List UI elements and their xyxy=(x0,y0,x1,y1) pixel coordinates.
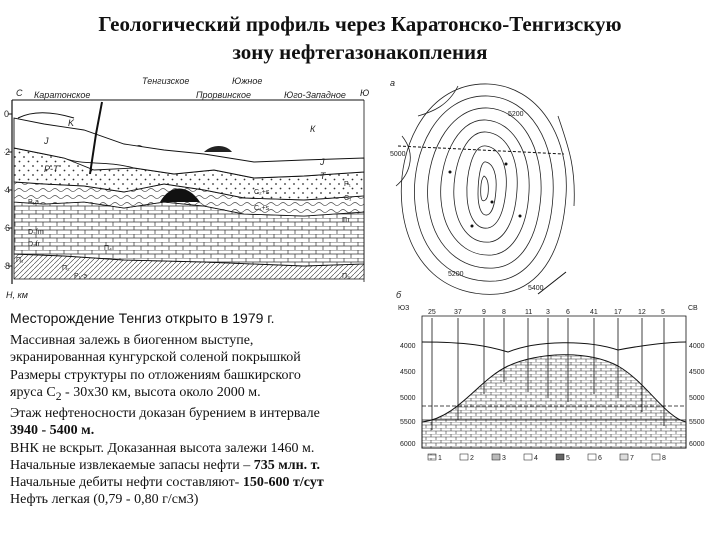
description-line: Начальные дебиты нефти составляют- 150-6… xyxy=(10,474,395,491)
description-line: Массивная залежь в биогенном выступе, xyxy=(10,333,254,348)
profile-left-edge-label: С xyxy=(16,88,23,98)
legend-item: 8 xyxy=(662,455,666,462)
description-line: экранированная кунгурской соленой покрыш… xyxy=(10,350,301,366)
unit-label: П₄ xyxy=(104,245,112,252)
description-line: Нефть легкая (0,79 - 0,80 г/см3) xyxy=(10,492,199,508)
geological-profile-drawing: С Ю Каратонское Тенгизское Южное Прорвин… xyxy=(4,76,369,300)
legend-item: 5 xyxy=(566,455,570,462)
well-number: 8 xyxy=(502,309,506,316)
unit-label: D₃fm xyxy=(28,229,44,236)
well-number: 25 xyxy=(428,309,436,316)
legend-item: 2 xyxy=(470,455,474,462)
contour-map-drawing: а 5000 5400 5200 5200 б xyxy=(390,78,575,300)
unit-label: P₁a xyxy=(28,199,39,206)
description-fragment: Начальные извлекаемые запасы нефти – xyxy=(10,457,254,473)
area-label-karaton: Каратонское xyxy=(34,90,90,100)
unit-label: C₂+s xyxy=(254,189,270,196)
well-number: 41 xyxy=(590,309,598,316)
left-depth-label: 5500 xyxy=(400,419,416,426)
unit-label: J xyxy=(43,136,49,146)
flow-rate-value: 150-600 т/сут xyxy=(242,475,324,491)
left-depth-label: 4000 xyxy=(400,343,416,350)
left-depth-label: 4500 xyxy=(400,369,416,376)
unit-label: D₂fr xyxy=(28,241,41,248)
contour-label: 5400 xyxy=(528,285,544,292)
well-number: 9 xyxy=(482,309,486,316)
depth-tick-6: -6 xyxy=(4,223,10,233)
legend-item: 4 xyxy=(534,455,538,462)
unit-label: Р₁-э xyxy=(74,273,87,280)
depth-unit: Н, км xyxy=(6,290,28,300)
well-number: 5 xyxy=(661,309,665,316)
unit-label: C₁ xyxy=(344,195,352,202)
left-depth-label: 6000 xyxy=(400,441,416,448)
right-depth-label: 6000 xyxy=(689,441,705,448)
description-fragment: Начальные дебиты нефти составляют- xyxy=(10,475,243,491)
left-depth-label: 5000 xyxy=(400,395,416,402)
subscript: 2 xyxy=(55,389,62,403)
unit-label: Р-Т xyxy=(44,164,60,174)
depth-tick-8: -8 xyxy=(4,261,10,271)
slide-title: Геологический профиль через Каратонско-Т… xyxy=(30,10,690,66)
well-number: 3 xyxy=(546,309,550,316)
section-legend: 1 2 3 4 5 6 7 8 xyxy=(427,453,666,462)
depth-tick-0: 0 xyxy=(4,109,9,119)
unit-label: К xyxy=(310,124,316,134)
well-number: 6 xyxy=(566,309,570,316)
description-line: 3940 - 5400 м. xyxy=(10,423,95,439)
description-fragment: яруса С xyxy=(10,384,56,400)
profile-right-edge-label: Ю xyxy=(360,88,369,98)
unit-label: П₁ xyxy=(16,257,24,264)
reservoir-cross-section: ЮЗ СВ 25 37 9 8 11 3 6 41 17 12 5 4000 4… xyxy=(398,302,710,468)
title-line-1: Геологический профиль через Каратонско-Т… xyxy=(98,12,622,36)
unit-label: C₁+s xyxy=(254,205,270,212)
legend-item: 6 xyxy=(598,455,602,462)
title-line-2: зону нефтегазонакопления xyxy=(232,40,488,64)
well-number: 12 xyxy=(638,309,646,316)
unit-label: Пт xyxy=(342,217,351,224)
description-line: Этаж нефтеносности доказан бурением в ин… xyxy=(10,405,320,421)
discovery-heading: Месторождение Тенгиз открыто в 1979 г. xyxy=(10,310,275,326)
contour-label: 5000 xyxy=(390,151,406,158)
field-description: Месторождение Тенгиз открыто в 1979 г. М… xyxy=(10,308,395,509)
depth-tick-2: -2 xyxy=(4,147,10,157)
legend-item: 3 xyxy=(502,455,506,462)
well-number: 11 xyxy=(525,309,532,316)
cross-section-drawing: ЮЗ СВ 25 37 9 8 11 3 6 41 17 12 5 4000 4… xyxy=(398,305,705,462)
right-depth-label: 5000 xyxy=(689,395,705,402)
description-line: Начальные извлекаемые запасы нефти – 735… xyxy=(10,457,395,474)
well-number: 37 xyxy=(454,309,462,316)
unit-label: П₃ xyxy=(342,273,350,280)
well-number: 17 xyxy=(614,309,622,316)
structure-contour-map: а 5000 5400 5200 5200 б xyxy=(388,76,580,302)
contour-label: 5200 xyxy=(508,111,524,118)
description-line: ВНК не вскрыт. Доказанная высота залежи … xyxy=(10,440,315,456)
right-depth-label: 5500 xyxy=(689,419,705,426)
area-label-prorva: Прорвинское xyxy=(196,90,251,100)
geological-profile-figure: С Ю Каратонское Тенгизское Южное Прорвин… xyxy=(4,74,380,308)
description-line: яруса С2 - 30х30 км, высота около 2000 м… xyxy=(10,384,395,405)
contour-label: 5200 xyxy=(448,271,464,278)
area-label-yugo-zapadnoe: Юго-Западное xyxy=(284,90,346,100)
section-left-label: ЮЗ xyxy=(398,305,409,312)
unit-label: P₁ xyxy=(344,181,352,188)
depth-tick-4: -4 xyxy=(4,185,10,195)
reserves-value: 735 млн. т. xyxy=(253,457,320,473)
description-line: Размеры структуры по отложениям башкирск… xyxy=(10,367,301,383)
area-label-tengiz: Тенгизское xyxy=(142,76,189,86)
map-corner-label: а xyxy=(390,78,395,88)
description-fragment: - 30х30 км, высота около 2000 м. xyxy=(61,384,261,400)
right-depth-label: 4500 xyxy=(689,369,705,376)
section-right-label: СВ xyxy=(688,305,698,312)
right-depth-label: 4000 xyxy=(689,343,705,350)
legend-item: 7 xyxy=(630,455,634,462)
unit-label: K xyxy=(68,118,75,128)
section-letter-label: б xyxy=(396,290,402,300)
unit-label: П₂ xyxy=(62,265,70,272)
area-label-yuzhnoe: Южное xyxy=(232,76,262,86)
unit-label: T xyxy=(320,171,327,181)
unit-label: J xyxy=(319,157,325,167)
legend-item: 1 xyxy=(438,455,442,462)
